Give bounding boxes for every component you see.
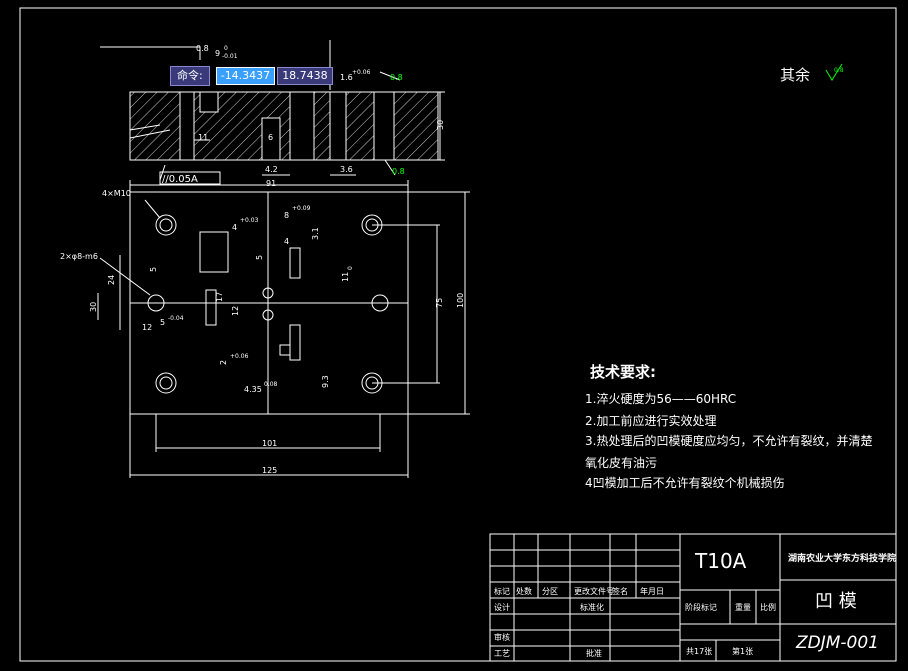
dim-4-2: 4.2 [265, 165, 278, 174]
tech-req-item-4: 氧化皮有油污 [585, 456, 657, 470]
dim-8-tol: +0.09 [292, 205, 311, 212]
dim-4: 4 [284, 237, 289, 246]
roughness-symbol-icon [825, 63, 843, 81]
dim-4-35: 4.35 [244, 385, 262, 394]
row-label-5: 年月日 [640, 586, 664, 596]
dim-1-6-tol: +0.06 [352, 69, 371, 76]
plan-view [97, 180, 470, 478]
left-label-design: 设计 [494, 602, 510, 612]
dim-3-6: 3.6 [340, 165, 353, 174]
school-name: 湖南农业大学东方科技学院 [788, 552, 896, 564]
dim-17: 17 [215, 292, 224, 302]
sheet-count: 共17张 [686, 647, 712, 656]
label-4xM10: 4×M10 [102, 189, 131, 198]
row-label-3: 更改文件号 [574, 586, 614, 596]
dim-0-8-top: 0.8 [196, 44, 209, 53]
row-label-0: 标记 [494, 586, 510, 596]
dim-12: 12 [142, 323, 152, 332]
dim-5d-tol: -0.04 [168, 315, 184, 322]
dim-9-3: 9.3 [321, 375, 330, 388]
left-label-review: 审核 [494, 632, 510, 642]
dim-9-tol-dn: -0.01 [222, 53, 238, 60]
dim-101: 101 [262, 439, 277, 448]
dim-91: 91 [266, 179, 276, 188]
command-label: 命令: [170, 66, 210, 86]
part-name: 凹 模 [815, 591, 857, 612]
dim-5c: 5 [149, 267, 158, 272]
roughness-0-8-right: 0.8 [390, 73, 403, 82]
tolerance-frame: //0.05A [162, 174, 198, 185]
dim-24: 24 [107, 275, 116, 285]
dim-11-tol: 0 [347, 266, 354, 270]
command-x-input[interactable]: -14.3437 [215, 67, 276, 85]
material: T10A [694, 549, 747, 573]
command-prompt[interactable]: 命令: -14.3437 18.7438 [170, 66, 333, 86]
tech-req-item-3: 3.热处理后的凹模硬度应均匀，不允许有裂纹，并清楚 [585, 433, 872, 448]
dim-4-35-tol: 0.08 [264, 381, 278, 388]
left-label-process: 工艺 [494, 649, 510, 658]
dim-2: 2 [219, 360, 228, 365]
label-pin: 2×φ8-m6 [60, 252, 98, 261]
dim-3-1: 3.1 [311, 227, 320, 240]
dim-11: 11 [198, 133, 208, 142]
dim-1-6: 1.6 [340, 73, 353, 82]
roughness-note-value: 0.8 [834, 67, 844, 74]
dim-9-tol-up: 0 [224, 45, 228, 52]
dim-125: 125 [262, 466, 277, 475]
scale-label: 比例 [760, 602, 776, 612]
sheet-number: 第1张 [732, 646, 753, 656]
drawing-number: ZDJM-001 [795, 633, 879, 653]
tech-req-title: 技术要求: [590, 363, 656, 381]
tech-req-item-5: 4凹模加工后不允许有裂纹个机械损伤 [585, 475, 785, 490]
roughness-note: 其余 [780, 66, 810, 84]
dim-2b-tol: +0.06 [230, 353, 249, 360]
weight-label: 重量 [735, 602, 751, 612]
dim-height-30: 30 [436, 120, 445, 130]
dim-5d: 5 [160, 318, 165, 327]
stage-mark: 阶段标记 [685, 602, 717, 612]
row-label-4: 签名 [612, 586, 628, 596]
dim-9: 9 [215, 49, 220, 58]
drawing-border [19, 7, 897, 662]
dim-11: 11 [341, 272, 350, 282]
dim-12b: 12 [231, 306, 240, 316]
roughness-0-8-bottom: 0.8 [392, 167, 405, 176]
row-label-1: 处数 [516, 586, 532, 596]
command-y-input[interactable]: 18.7438 [277, 67, 333, 85]
section-view [100, 40, 445, 185]
left-label-std: 标准化 [580, 602, 604, 612]
dim-5b: 5 [255, 255, 264, 260]
dim-8: 8 [284, 211, 289, 220]
dim-30: 30 [89, 302, 98, 312]
dim-4a: 4 [232, 223, 237, 232]
dim-75: 75 [435, 298, 444, 308]
left-label-approve: 批准 [586, 648, 602, 658]
tech-req-item-1: 1.淬火硬度为56——60HRC [585, 391, 736, 406]
row-label-2: 分区 [542, 587, 558, 596]
dim-6: 6 [268, 133, 273, 142]
dim-100: 100 [456, 293, 465, 308]
title-block [489, 533, 897, 662]
tech-req-item-2: 2.加工前应进行实效处理 [585, 413, 716, 428]
dim-4a-tol: +0.03 [240, 217, 259, 224]
